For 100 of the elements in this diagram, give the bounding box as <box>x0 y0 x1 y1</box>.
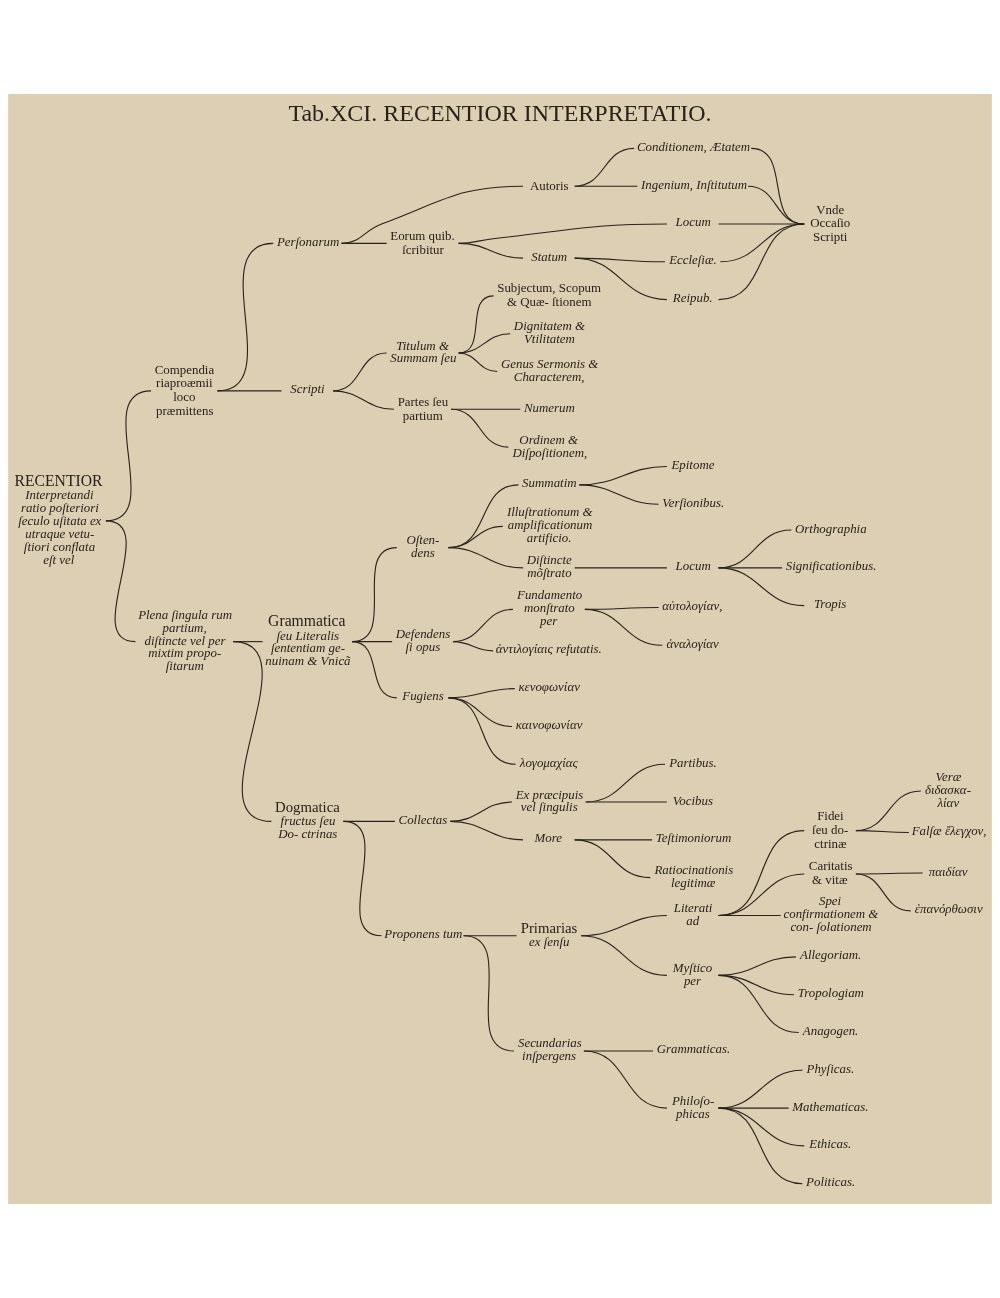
node-text: Summatim <box>522 476 577 491</box>
connector <box>717 223 805 301</box>
node-text: Oſten- dens <box>406 533 440 560</box>
diagram-title: Tab.XCI. RECENTIOR INTERPRETATIO. <box>288 99 712 126</box>
node-text: Scripti <box>290 382 325 397</box>
connector <box>574 257 668 301</box>
connector <box>452 641 494 652</box>
connector <box>580 935 668 976</box>
node-text: Statum <box>531 249 568 264</box>
node-text: Politicas. <box>806 1175 856 1190</box>
node-text: Primarias ex ſenſu <box>520 919 578 950</box>
node-text: Eccleſiæ. <box>669 253 717 268</box>
node-text: Ingenium, Inſtitutum <box>641 177 748 192</box>
connector <box>855 873 912 912</box>
node-text: ἀναλογίαν <box>666 636 719 651</box>
connector <box>457 242 524 259</box>
node-text: Philoſo- phicas <box>671 1093 715 1121</box>
connector <box>447 697 517 765</box>
connector <box>457 352 498 373</box>
node-text: Perſonarum <box>276 234 340 249</box>
node-text: παιδίαν <box>928 864 968 879</box>
node-text: Literati ad <box>673 900 713 928</box>
node-text: Allegoriam. <box>800 948 862 963</box>
connector <box>578 484 660 505</box>
connector <box>855 830 910 833</box>
node-text: Secundarias inſpergens <box>517 1036 582 1064</box>
connector <box>717 1107 790 1109</box>
node-text: λογομαχίας <box>519 755 578 770</box>
connector <box>450 408 509 448</box>
node-text: Ex præcipuis vel ſingulis <box>515 787 584 815</box>
node-text: Myſtico per <box>672 960 713 988</box>
node-text: Verſionibus. <box>662 495 725 510</box>
connector <box>574 147 635 187</box>
connector <box>574 839 651 879</box>
connector <box>447 547 524 569</box>
connector <box>717 1107 803 1185</box>
connector <box>717 914 782 916</box>
node-text: Dogmatica fructus ſeu Do- ctrinas <box>275 799 340 842</box>
connector <box>340 242 388 244</box>
node-text: Phyſicas. <box>806 1061 855 1076</box>
connector <box>717 873 805 916</box>
node-text: Numerum <box>523 400 575 415</box>
node-text: Defendens ſi opus <box>395 627 451 655</box>
node-text: Subjectum, Scopum & Quæ- ſtionem <box>497 281 602 310</box>
connector <box>449 820 524 841</box>
node-text: Partibus. <box>669 755 717 770</box>
node-text: ἐπανόρθωσιν <box>914 902 983 917</box>
connector <box>583 1050 668 1109</box>
connector <box>574 567 668 569</box>
node-text: Diſtincte mõſtrato <box>526 553 572 581</box>
node-text: Eorum quib. ſcribitur <box>390 228 455 257</box>
connector <box>340 185 524 244</box>
connector <box>717 567 805 607</box>
node-text: Caritatis & vitæ <box>808 859 853 888</box>
connector <box>332 390 395 410</box>
node-text: Spei confirmationem & con- ſolationem <box>783 894 879 935</box>
connector <box>216 390 283 392</box>
node-text: Illuſtrationum & amplificationum artificio. <box>506 505 593 546</box>
node-text: αὐτολογίαν, <box>662 599 723 613</box>
node-text: Tropologiam <box>797 986 864 1001</box>
node-text: RECENTIOR Interpretandi ratio poſteriori ſeculo uſitata ex utraque vetu- ſtiori conflata eſt vel <box>14 471 103 567</box>
node-text: Fugiens <box>402 689 444 704</box>
node-text: Autoris <box>529 178 569 193</box>
node-text: Plena ſingula rum partium, diſtincte vel per mixtim propo- ſitarum <box>138 607 232 674</box>
node-text: Locum <box>675 215 711 230</box>
node-text: Ratiocinationis legitimæ <box>654 863 734 891</box>
connector <box>719 223 805 263</box>
node-text: Significationibus. <box>785 559 877 574</box>
node-text: Locum <box>675 559 711 574</box>
connector <box>717 830 805 916</box>
connector <box>574 185 638 187</box>
node-text: Grammaticas. <box>656 1042 731 1057</box>
node-text: More <box>534 831 563 846</box>
node-text: Orthographia <box>795 521 867 536</box>
node-text: Mathematicas. <box>792 1099 869 1114</box>
node-text: Tropis <box>813 597 847 612</box>
connector <box>717 1107 805 1147</box>
node-text: Partes ſeu partium <box>397 394 449 423</box>
connector <box>717 974 800 1034</box>
node-text: κενοφωνίαν <box>518 680 580 695</box>
connector <box>855 790 922 832</box>
node-text: Proponens tum <box>384 927 463 942</box>
node-text: Epitome <box>671 457 715 472</box>
connector <box>584 608 663 646</box>
connector <box>342 820 383 937</box>
node-text: Compendia riaproæmii loco præmittens <box>154 362 215 419</box>
node-text: Teſtimoniorum <box>655 831 732 846</box>
node-text: Veræ διδασκα- λίαν <box>925 770 971 810</box>
node-text: Conditionem, Ætatem <box>636 139 751 154</box>
node-text: Reipub. <box>672 291 713 306</box>
node-text: Vnde Occaſio Scripti <box>810 202 851 245</box>
connector <box>463 935 515 1052</box>
node-text: Titulum & Summam ſeu <box>390 338 457 366</box>
node-text: Fidei ſeu do- ctrinæ <box>812 809 849 851</box>
node-text: καινοφωνίαν <box>515 717 583 732</box>
node-text: Genus Sermonis & Characterem, <box>500 357 599 384</box>
connector <box>585 801 668 803</box>
connector <box>574 257 666 263</box>
node-text: Fundamento monſtrato per <box>517 588 583 629</box>
connector <box>457 333 511 354</box>
